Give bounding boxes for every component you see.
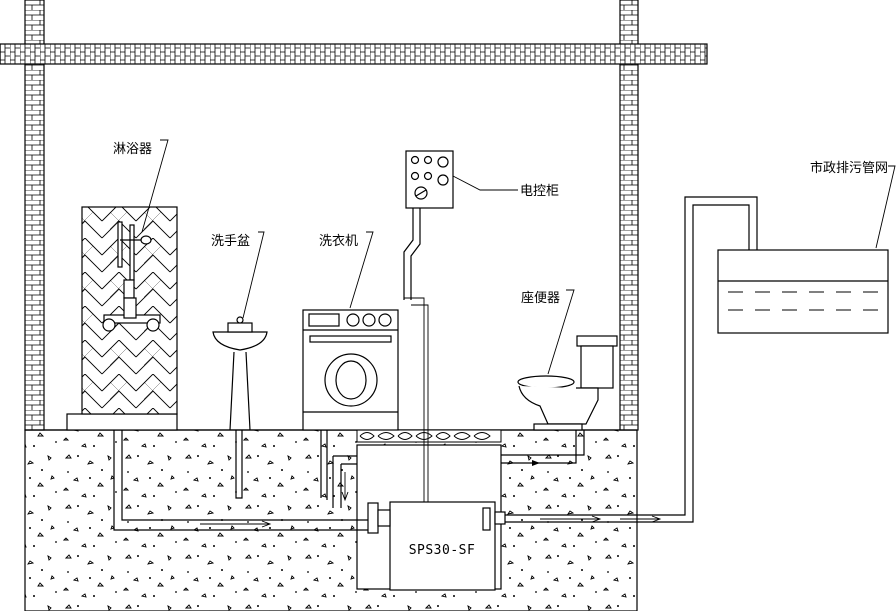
wash-basin bbox=[212, 316, 268, 431]
shower-head-icon bbox=[140, 235, 152, 245]
unit-model-label: SPS30-SF bbox=[409, 543, 476, 558]
washing-machine bbox=[302, 309, 399, 431]
toilet bbox=[517, 335, 618, 431]
sewer-network bbox=[717, 249, 889, 334]
leader-lines bbox=[141, 139, 896, 375]
label-basin: 洗手盆 bbox=[211, 234, 250, 249]
ceiling-slab bbox=[0, 43, 708, 65]
lifting-unit: SPS30-SF bbox=[367, 501, 506, 591]
label-shower: 淋浴器 bbox=[113, 142, 152, 157]
pit-gravel-cover bbox=[356, 429, 502, 443]
label-control-cabinet: 电控柜 bbox=[520, 184, 559, 199]
label-sewer-network: 市政排污管网 bbox=[810, 160, 888, 176]
label-toilet: 座便器 bbox=[521, 291, 560, 306]
sps-tank bbox=[389, 501, 496, 591]
shower bbox=[66, 206, 178, 431]
control-cabinet bbox=[403, 150, 454, 505]
drain-pipes bbox=[113, 196, 758, 531]
shower-base bbox=[66, 413, 178, 431]
label-washer: 洗衣机 bbox=[319, 233, 358, 249]
